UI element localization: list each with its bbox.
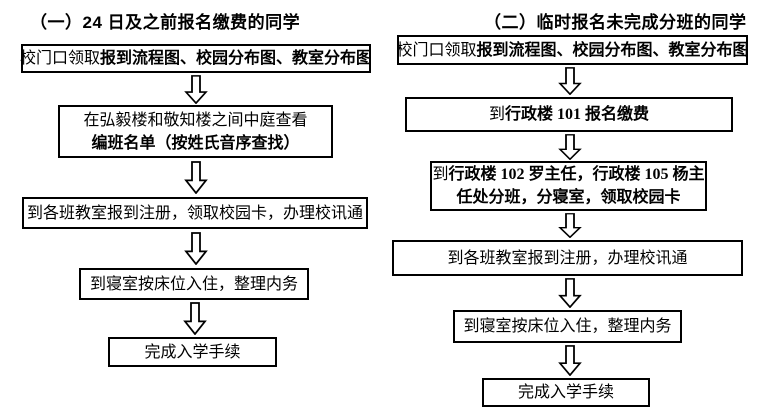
left-step-3: 到各班教室报到注册，领取校园卡，办理校讯通	[22, 197, 368, 229]
right-step-1: 校门口领取报到流程图、校园分布图、教室分布图	[396, 35, 749, 65]
step-text: 完成入学手续	[144, 341, 240, 364]
step-text: 完成入学手续	[518, 381, 614, 404]
down-arrow-icon	[184, 161, 208, 194]
step-text-normal: 到	[488, 106, 505, 123]
step-text-bold: 编班名单（按姓氏音序查找）	[91, 134, 300, 152]
step-line-1: 在弘毅楼和敬知楼之间中庭查看	[83, 109, 307, 132]
step-text: 到寝室按床位入住，整理内务	[463, 315, 671, 338]
right-step-5: 到寝室按床位入住，整理内务	[453, 310, 682, 343]
step-line-1: 到行政楼 102 罗主任，行政楼 105 杨主	[432, 163, 704, 186]
down-arrow-icon	[184, 232, 208, 265]
right-column-title: （二）临时报名未完成分班的同学	[484, 13, 747, 32]
down-arrow-icon	[183, 302, 207, 335]
down-arrow-icon	[558, 278, 582, 308]
right-step-6: 完成入学手续	[482, 378, 650, 407]
step-text-bold: 行政楼 102 罗主任，行政楼 105 杨主	[448, 166, 705, 183]
step-text: 校门口领取报到流程图、校园分布图、教室分布图	[396, 39, 748, 62]
step-text-normal: 完成入学手续	[144, 343, 241, 361]
step-line-2: 编班名单（按姓氏音序查找）	[91, 132, 299, 155]
step-text: 到行政楼 101 报名缴费	[489, 103, 649, 126]
step-text: 到各班教室报到注册，办理校讯通	[447, 247, 687, 270]
step-text-normal: 在弘毅楼和敬知楼之间中庭查看	[83, 111, 308, 129]
step-line-2: 任处分班，分寝室，领取校园卡	[456, 186, 680, 209]
down-arrow-icon	[558, 213, 582, 238]
step-text-bold: 报到流程图、校园分布图、教室分布图	[100, 50, 373, 67]
step-text: 校门口领取报到流程图、校园分布图、教室分布图	[20, 47, 372, 70]
down-arrow-icon	[558, 134, 582, 160]
step-text-bold: 行政楼 101 报名缴费	[505, 106, 650, 123]
right-step-3: 到行政楼 102 罗主任，行政楼 105 杨主 任处分班，分寝室，领取校园卡	[430, 161, 707, 211]
left-step-2: 在弘毅楼和敬知楼之间中庭查看 编班名单（按姓氏音序查找）	[58, 105, 333, 158]
step-text-normal: 完成入学手续	[517, 384, 614, 401]
left-step-4: 到寝室按床位入住，整理内务	[79, 268, 309, 300]
left-step-1: 校门口领取报到流程图、校园分布图、教室分布图	[20, 44, 372, 73]
step-text: 到寝室按床位入住，整理内务	[90, 273, 298, 296]
step-text-normal: 校门口领取	[396, 41, 477, 59]
down-arrow-icon	[558, 67, 582, 95]
step-text-normal: 到寝室按床位入住，整理内务	[89, 275, 298, 293]
left-step-5: 完成入学手续	[108, 337, 277, 367]
step-text-normal: 到寝室按床位入住，整理内务	[463, 318, 672, 335]
step-text-bold: 报到流程图、校园分布图、教室分布图	[476, 41, 749, 59]
step-text-bold: 任处分班，分寝室，领取校园卡	[456, 189, 681, 206]
left-column-title: （一）24 日及之前报名缴费的同学	[30, 13, 301, 32]
down-arrow-icon	[558, 345, 582, 376]
step-text-normal: 到各班教室报到注册，领取校园卡，办理校讯通	[27, 204, 364, 222]
right-step-2: 到行政楼 101 报名缴费	[405, 97, 733, 132]
step-text-normal: 到	[432, 166, 449, 183]
down-arrow-icon	[184, 75, 208, 104]
right-step-4: 到各班教室报到注册，办理校讯通	[392, 240, 743, 276]
step-text-normal: 到各班教室报到注册，办理校讯通	[447, 249, 688, 267]
step-text-normal: 校门口领取	[19, 50, 100, 67]
step-text: 到各班教室报到注册，领取校园卡，办理校讯通	[27, 202, 363, 225]
